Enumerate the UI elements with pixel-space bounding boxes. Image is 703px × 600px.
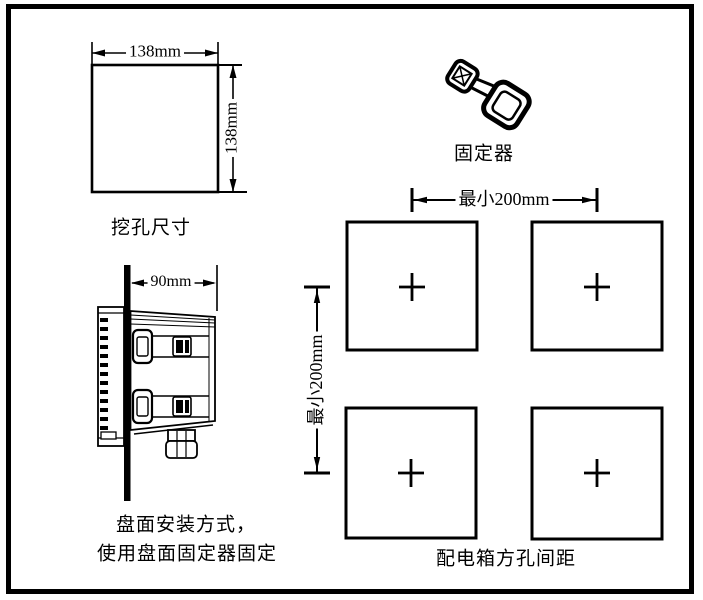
cutout-width-dimension: 138mm [126, 42, 184, 62]
mount-depth-dimension: 90mm [147, 273, 195, 291]
bezel-vents [100, 318, 108, 430]
cutout-square-drawing [90, 42, 247, 194]
cable-gland [165, 429, 198, 459]
spacing-title: 配电箱方孔间距 [435, 548, 577, 570]
mounting-title-line2: 使用盘面固定器固定 [96, 543, 278, 565]
cutout-height-dimension: 138mm [222, 99, 242, 157]
spacing-vertical-dimension: 最小200mm [306, 331, 327, 429]
center-cross-bottom-left [398, 459, 424, 487]
center-cross-bottom-right [584, 459, 610, 487]
fixer-part-drawing [445, 58, 532, 131]
center-cross-top-right [584, 273, 610, 301]
hole-spacing-drawing [304, 188, 664, 541]
page-border [6, 4, 694, 594]
mounting-title-line1: 盘面安装方式， [115, 514, 257, 536]
clamp-fixer-side-1 [131, 328, 209, 365]
fixer-title: 固定器 [453, 143, 515, 165]
clamp-fixer-side-2 [131, 388, 209, 425]
cutout-title: 挖孔尺寸 [110, 217, 192, 239]
center-cross-top-left [399, 273, 425, 301]
spacing-horizontal-dimension: 最小200mm [455, 189, 553, 210]
panel-mount-drawing [97, 265, 218, 501]
